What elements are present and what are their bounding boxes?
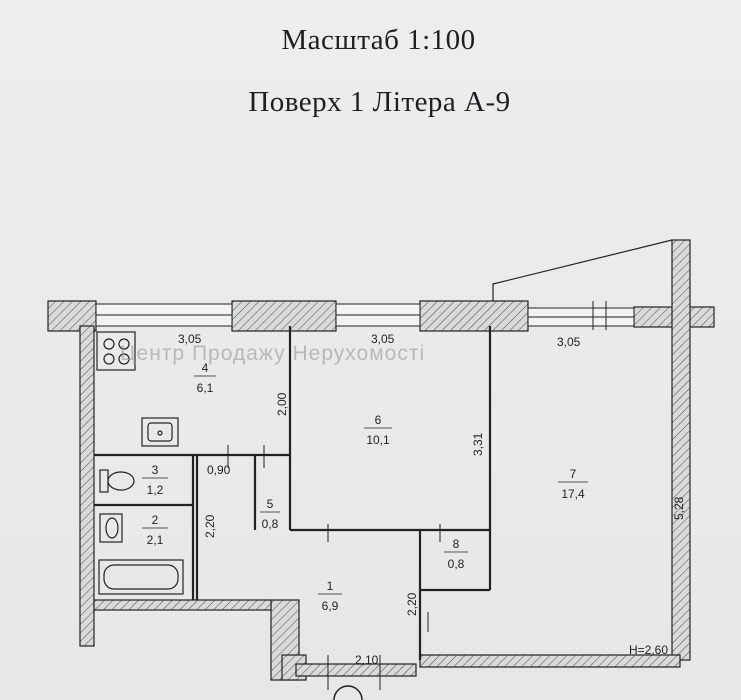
toilet-icon [99, 469, 135, 493]
dim-h7: 5,28 [672, 496, 686, 520]
room-4-number: 4 [202, 361, 209, 375]
watermark: Центр Продажу Нерухомості [120, 342, 425, 365]
room-2-number: 2 [152, 513, 159, 527]
balcony-outline [492, 239, 673, 301]
bathtub-icon [98, 559, 184, 595]
room-labels: 4 6,1 6 10,1 7 17,4 3 1,2 2 2,1 5 0,8 8 … [142, 361, 588, 613]
interior-walls [94, 326, 492, 660]
dim-ceiling: H=2,60 [629, 643, 668, 657]
dimension-ticks [227, 445, 441, 690]
washbasin-icon [99, 513, 123, 543]
dim-h8: 2,20 [405, 592, 419, 616]
exterior-walls [47, 239, 715, 681]
floor-title: Поверх 1 Літера А-9 [248, 86, 511, 118]
room-4-area: 6,1 [197, 381, 214, 395]
windows [95, 303, 635, 327]
stove-icon [96, 331, 136, 371]
room-2-area: 2,1 [147, 533, 164, 547]
room-6-number: 6 [375, 413, 382, 427]
room-7-area: 17,4 [561, 487, 585, 501]
room-1-number: 1 [327, 579, 334, 593]
dim-h-hall: 2,20 [203, 514, 217, 538]
dim-w4: 3,05 [178, 332, 202, 346]
room-8-area: 0,8 [448, 557, 465, 571]
dim-entry: 2,10 [355, 653, 379, 667]
dim-h4: 2,00 [275, 392, 289, 416]
dimension-labels: 3,05 3,05 3,05 0,90 H=2,60 2,10 2,00 3,3… [178, 332, 686, 667]
room-3-area: 1,2 [147, 483, 164, 497]
room-1-area: 6,9 [322, 599, 339, 613]
room-3-number: 3 [152, 463, 159, 477]
dim-w6: 3,05 [371, 332, 395, 346]
room-5-area: 0,8 [262, 517, 279, 531]
room-7-number: 7 [570, 467, 577, 481]
room-5-number: 5 [267, 497, 274, 511]
dim-w7: 3,05 [557, 335, 581, 349]
room-8-number: 8 [453, 537, 460, 551]
dim-h6: 3,31 [471, 432, 485, 456]
dim-w5: 0,90 [207, 463, 231, 477]
entrance-marker [333, 685, 363, 700]
sink-icon [141, 417, 179, 447]
scale-title: Масштаб 1:100 [281, 24, 476, 56]
room-6-area: 10,1 [366, 433, 390, 447]
